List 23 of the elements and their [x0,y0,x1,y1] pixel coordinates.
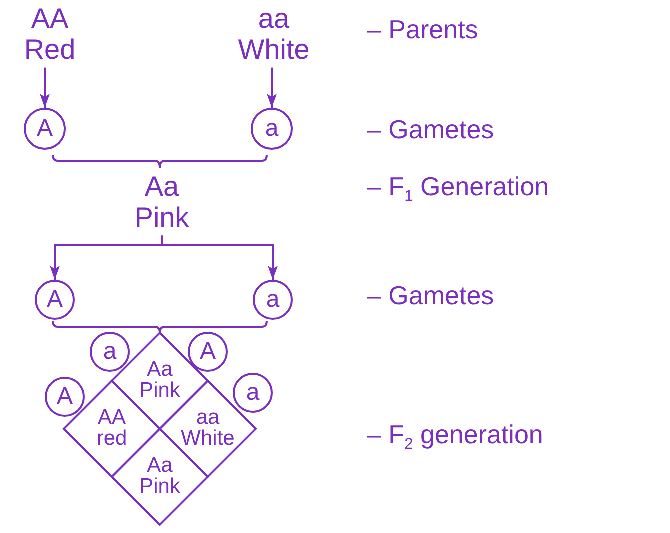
gamete-circle: a [90,332,130,372]
gamete-circle: A [35,280,75,320]
stage-label: – Gametes [367,280,494,312]
stage-label: – Parents [367,14,478,46]
stage-label: – F$_{1}$ Generation [367,171,550,203]
gamete-circle: A [188,332,228,372]
arrow [40,68,50,108]
gamete-circle: a [251,108,293,150]
gamete-circle: A [45,377,85,417]
genotype-label: AA red [96,408,128,450]
genotype-label: aa White [181,408,235,450]
stage-label: – Gametes [367,114,494,146]
arrow [161,236,278,280]
genotype-label: Aa Pink [134,172,190,234]
stage-label: – F$_{2}$ generation [367,419,544,451]
gamete-circle: a [253,280,293,320]
genotype-label: AA Red [24,4,76,66]
genotype-label: Aa Pink [140,360,180,402]
gamete-circle: A [24,108,66,150]
gamete-circle: a [233,373,273,413]
genotype-label: aa White [238,4,310,66]
arrow [267,68,277,108]
genotype-label: Aa Pink [140,456,180,498]
